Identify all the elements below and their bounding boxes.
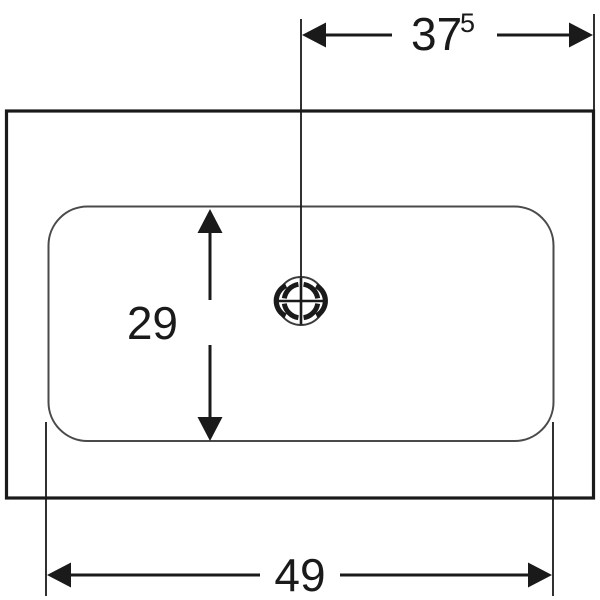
dimension-label-37-5-superscript: 5 bbox=[460, 8, 475, 38]
dimension-label-49: 49 bbox=[274, 549, 325, 600]
drain-icon bbox=[273, 276, 328, 326]
dimension-49: 49 bbox=[47, 549, 552, 600]
arrowhead-left-37-5 bbox=[302, 22, 326, 48]
arrowhead-bottom-29 bbox=[197, 417, 223, 441]
dimension-37-5: 37 5 bbox=[302, 8, 593, 60]
arrowhead-top-29 bbox=[197, 209, 223, 233]
arrowhead-left-49 bbox=[47, 562, 71, 588]
dimension-label-37-5: 37 bbox=[411, 8, 462, 60]
arrowhead-right-37-5 bbox=[569, 22, 593, 48]
outer-plate-rectangle bbox=[4, 109, 596, 500]
dimension-29: 29 bbox=[127, 209, 223, 441]
dimension-label-29: 29 bbox=[127, 297, 178, 349]
arrowhead-right-49 bbox=[528, 562, 552, 588]
